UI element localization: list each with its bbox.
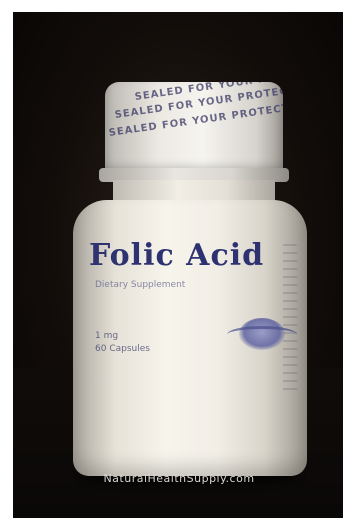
product-photo: SEALED FOR YOUR PROTECTION SEALED FOR YO… bbox=[13, 12, 343, 518]
dose-strength: 1 mg bbox=[95, 331, 119, 341]
cap-rim bbox=[99, 168, 289, 182]
product-subtitle: Dietary Supplement bbox=[95, 280, 186, 290]
site-watermark: NaturalHealthSupply.com bbox=[103, 472, 255, 485]
capsule-count: 60 Capsules bbox=[95, 344, 150, 354]
dose-info: 1 mg 60 Capsules bbox=[95, 330, 150, 356]
swoosh-logo-icon bbox=[227, 326, 297, 343]
bottle-cap: SEALED FOR YOUR PROTECTION SEALED FOR YO… bbox=[105, 82, 283, 174]
bottle-label: Folic Acid Dietary Supplement 1 mg 60 Ca… bbox=[89, 230, 297, 430]
label-side-text bbox=[283, 244, 297, 394]
product-name: Folic Acid bbox=[89, 238, 265, 273]
